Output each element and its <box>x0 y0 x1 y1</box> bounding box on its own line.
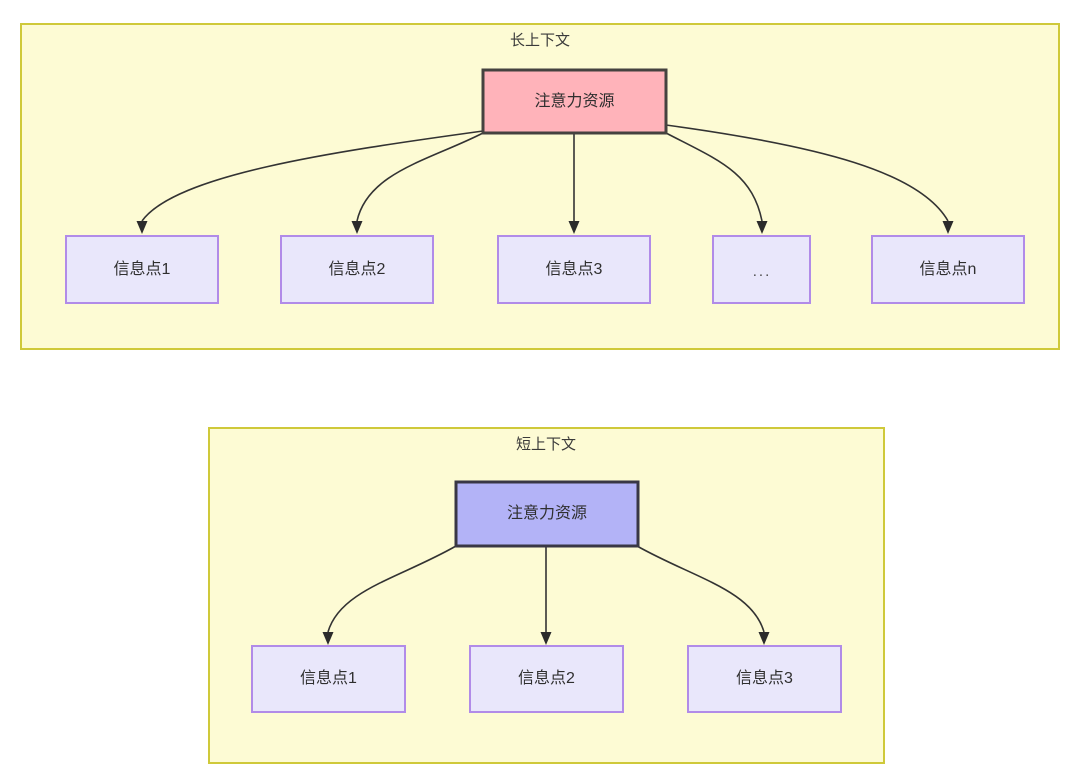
edges-long-context <box>136 124 954 234</box>
edge-root-to-info-2 <box>356 132 484 222</box>
node-info-point-3-long-label: 信息点3 <box>546 260 603 278</box>
arrow-head-info-n <box>942 221 954 234</box>
edge-root-to-info-1-short <box>327 545 457 633</box>
edges-short-context <box>322 545 770 645</box>
node-info-point-2-short-rect <box>469 645 624 713</box>
node-info-point-3-short-label: 信息点3 <box>736 669 793 687</box>
node-attention-resource-short-rect <box>454 480 640 548</box>
node-info-point-2-long[interactable]: 信息点2 <box>280 235 434 304</box>
node-info-point-2-short[interactable]: 信息点2 <box>469 645 624 713</box>
node-info-point-1-long-label: 信息点1 <box>114 260 171 278</box>
node-info-point-ellipsis-long-rect <box>712 235 811 304</box>
node-info-point-1-long-rect <box>65 235 219 304</box>
node-attention-resource-long[interactable]: 注意力资源 <box>481 68 668 135</box>
edge-root-to-info-ellipsis <box>665 132 763 222</box>
node-attention-resource-short-label: 注意力资源 <box>507 503 587 522</box>
node-info-point-ellipsis-long-label: ... <box>753 263 772 280</box>
arrow-head-info-1 <box>136 221 148 234</box>
arrow-head-info-3-short <box>758 632 770 645</box>
panel-short-context-title: 短上下文 <box>516 436 576 453</box>
node-info-point-1-short-rect <box>251 645 406 713</box>
arrow-head-info-2-short <box>540 632 552 645</box>
node-info-point-3-short[interactable]: 信息点3 <box>687 645 842 713</box>
arrow-head-info-2 <box>351 221 363 234</box>
node-info-point-2-short-label: 信息点2 <box>518 669 575 687</box>
node-info-point-n-long-label: 信息点n <box>920 260 977 278</box>
panel-long-context-title: 长上下文 <box>510 32 570 49</box>
arrow-head-info-1-short <box>322 632 334 645</box>
arrow-head-info-ellipsis <box>756 221 768 234</box>
node-info-point-n-long[interactable]: 信息点n <box>871 235 1025 304</box>
node-attention-resource-long-rect <box>481 68 668 135</box>
node-info-point-3-long-rect <box>497 235 651 304</box>
panel-long-context[interactable]: 长上下文 注意 <box>20 23 1060 350</box>
panel-short-context[interactable]: 短上下文 注意力资源 信息点1 <box>208 427 885 764</box>
node-info-point-ellipsis-long[interactable]: ... <box>712 235 811 304</box>
node-info-point-1-long[interactable]: 信息点1 <box>65 235 219 304</box>
node-info-point-2-long-label: 信息点2 <box>329 260 386 278</box>
node-info-point-3-long[interactable]: 信息点3 <box>497 235 651 304</box>
node-info-point-3-short-rect <box>687 645 842 713</box>
edge-root-to-info-3-short <box>636 545 765 633</box>
node-attention-resource-short[interactable]: 注意力资源 <box>454 480 640 548</box>
edge-root-to-info-1 <box>141 130 484 222</box>
node-info-point-n-long-rect <box>871 235 1025 304</box>
edge-root-to-info-n <box>665 124 949 222</box>
node-info-point-1-short-label: 信息点1 <box>300 669 357 687</box>
node-info-point-1-short[interactable]: 信息点1 <box>251 645 406 713</box>
node-attention-resource-long-label: 注意力资源 <box>534 91 614 110</box>
node-info-point-2-long-rect <box>280 235 434 304</box>
arrow-head-info-3 <box>568 221 580 234</box>
